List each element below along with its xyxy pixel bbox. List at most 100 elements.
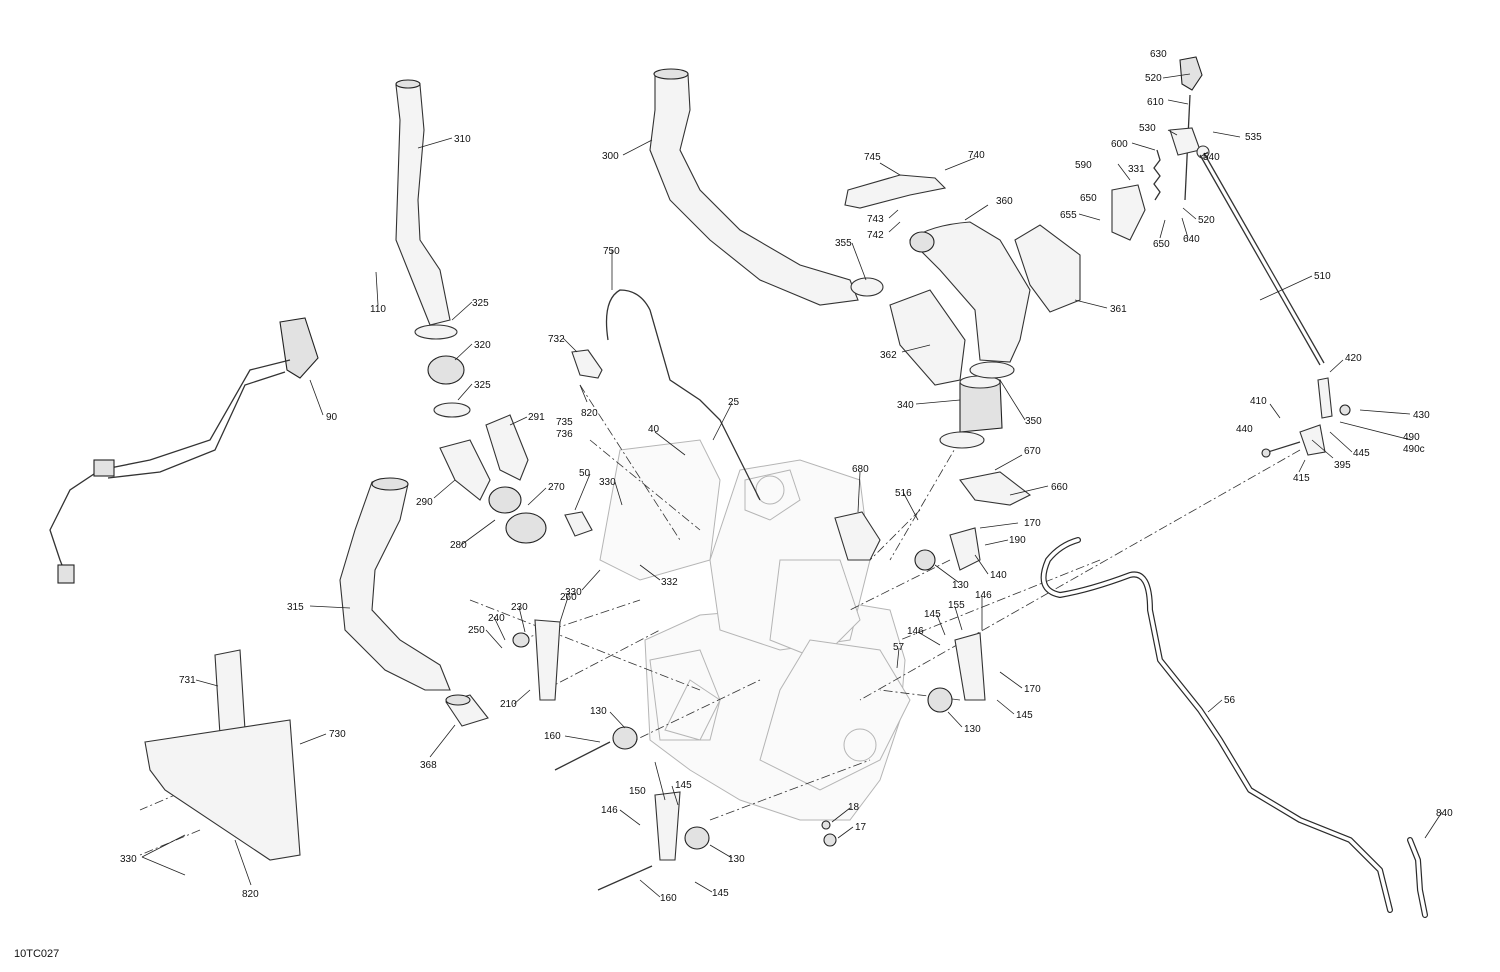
callout-260: 260 bbox=[560, 592, 577, 603]
callout-530: 530 bbox=[1139, 123, 1156, 134]
callout-362: 362 bbox=[880, 350, 897, 361]
callout-735: 735 bbox=[556, 417, 573, 428]
callout-590: 590 bbox=[1075, 160, 1092, 171]
callout-170: 170 bbox=[1024, 518, 1041, 529]
callout-340: 340 bbox=[897, 400, 914, 411]
figure-code: 10TC027 bbox=[14, 948, 60, 960]
callout-520: 520 bbox=[1145, 73, 1162, 84]
callout-160: 160 bbox=[544, 731, 561, 742]
callout-745: 745 bbox=[864, 152, 881, 163]
callout-50: 50 bbox=[579, 468, 591, 479]
filter-340 bbox=[959, 375, 1003, 433]
duct-315 bbox=[339, 477, 451, 691]
callout-650: 650 bbox=[1080, 193, 1097, 204]
callout-330: 330 bbox=[599, 477, 616, 488]
callout-350: 350 bbox=[1025, 416, 1042, 427]
callout-655: 655 bbox=[1060, 210, 1077, 221]
duct-360 bbox=[909, 221, 1031, 363]
callout-330: 330 bbox=[565, 587, 582, 598]
callout-731: 731 bbox=[179, 675, 196, 686]
callout-360: 360 bbox=[996, 196, 1013, 207]
callout-146: 146 bbox=[975, 590, 992, 601]
callout-820: 820 bbox=[242, 889, 259, 900]
callout-130: 130 bbox=[964, 724, 981, 735]
clamps bbox=[414, 277, 1015, 544]
callout-57: 57 bbox=[893, 642, 905, 653]
shift-knob-630 bbox=[1179, 56, 1203, 91]
hose-56 bbox=[1040, 537, 1393, 913]
shift-lever-610 bbox=[1169, 94, 1210, 201]
callout-300: 300 bbox=[602, 151, 619, 162]
callout-18: 18 bbox=[848, 802, 860, 813]
callout-640: 640 bbox=[1183, 234, 1200, 245]
callout-250: 250 bbox=[468, 625, 485, 636]
callout-670: 670 bbox=[1024, 446, 1041, 457]
bracket-660 bbox=[959, 471, 1032, 506]
callout-490: 490 bbox=[1403, 432, 1420, 443]
callout-420: 420 bbox=[1345, 353, 1362, 364]
hose-750 bbox=[605, 289, 761, 501]
callout-290: 290 bbox=[416, 497, 433, 508]
callout-415: 415 bbox=[1293, 473, 1310, 484]
callout-440: 440 bbox=[1236, 424, 1253, 435]
callout-516: 516 bbox=[895, 488, 912, 499]
callout-210: 210 bbox=[500, 699, 517, 710]
heat-shield-362 bbox=[889, 289, 966, 386]
linkage-parts bbox=[1261, 377, 1351, 458]
callout-270: 270 bbox=[548, 482, 565, 493]
duct-368 bbox=[445, 694, 489, 727]
intake-duct-310 bbox=[395, 79, 451, 326]
callout-145: 145 bbox=[1016, 710, 1033, 721]
callout-361: 361 bbox=[1110, 304, 1127, 315]
callout-150: 150 bbox=[629, 786, 646, 797]
callout-650: 650 bbox=[1153, 239, 1170, 250]
callout-680: 680 bbox=[852, 464, 869, 475]
callout-510: 510 bbox=[1314, 271, 1331, 282]
wiring-harness-90 bbox=[49, 317, 319, 584]
callout-520: 520 bbox=[1198, 215, 1215, 226]
callout-110: 110 bbox=[370, 304, 386, 315]
callout-630: 630 bbox=[1150, 49, 1167, 60]
shift-rod-510 bbox=[1199, 152, 1325, 366]
callout-291: 291 bbox=[528, 412, 545, 423]
callout-25: 25 bbox=[728, 397, 740, 408]
bracket-740 bbox=[844, 174, 947, 209]
callout-331: 331 bbox=[1128, 164, 1145, 175]
callout-130: 130 bbox=[590, 706, 607, 717]
callout-280: 280 bbox=[450, 540, 467, 551]
callout-40: 40 bbox=[648, 424, 660, 435]
callout-130: 130 bbox=[728, 854, 745, 865]
callout-600: 600 bbox=[1111, 139, 1128, 150]
callout-840: 840 bbox=[1436, 808, 1453, 819]
callout-17: 17 bbox=[855, 822, 867, 833]
callout-90: 90 bbox=[326, 412, 338, 423]
bracket-732 bbox=[571, 349, 603, 379]
callout-240: 240 bbox=[488, 613, 505, 624]
callout-160: 160 bbox=[660, 893, 677, 904]
spring-600 bbox=[1153, 149, 1161, 201]
callout-820: 820 bbox=[581, 408, 598, 419]
callout-labels: 630 520 610 530 535 540 600 590 331 650 … bbox=[120, 49, 1453, 904]
throttle-body-680 bbox=[834, 511, 881, 561]
heat-shield-361 bbox=[1014, 224, 1081, 313]
callout-230: 230 bbox=[511, 602, 528, 613]
shift-bracket-590 bbox=[1111, 184, 1146, 241]
callout-743: 743 bbox=[867, 214, 884, 225]
engine-mounts bbox=[512, 527, 986, 861]
bracket-731 bbox=[214, 649, 246, 736]
callout-610: 610 bbox=[1147, 97, 1164, 108]
callout-750: 750 bbox=[603, 246, 620, 257]
callout-320: 320 bbox=[474, 340, 491, 351]
bolts bbox=[554, 741, 837, 891]
callout-410: 410 bbox=[1250, 396, 1267, 407]
callout-490c: 490c bbox=[1403, 444, 1425, 455]
callout-146: 146 bbox=[601, 805, 618, 816]
engine-assembly bbox=[599, 439, 911, 821]
callout-332: 332 bbox=[661, 577, 678, 588]
callout-56: 56 bbox=[1224, 695, 1236, 706]
callout-368: 368 bbox=[420, 760, 437, 771]
callout-445: 445 bbox=[1353, 448, 1370, 459]
callout-140: 140 bbox=[990, 570, 1007, 581]
callout-742: 742 bbox=[867, 230, 884, 241]
